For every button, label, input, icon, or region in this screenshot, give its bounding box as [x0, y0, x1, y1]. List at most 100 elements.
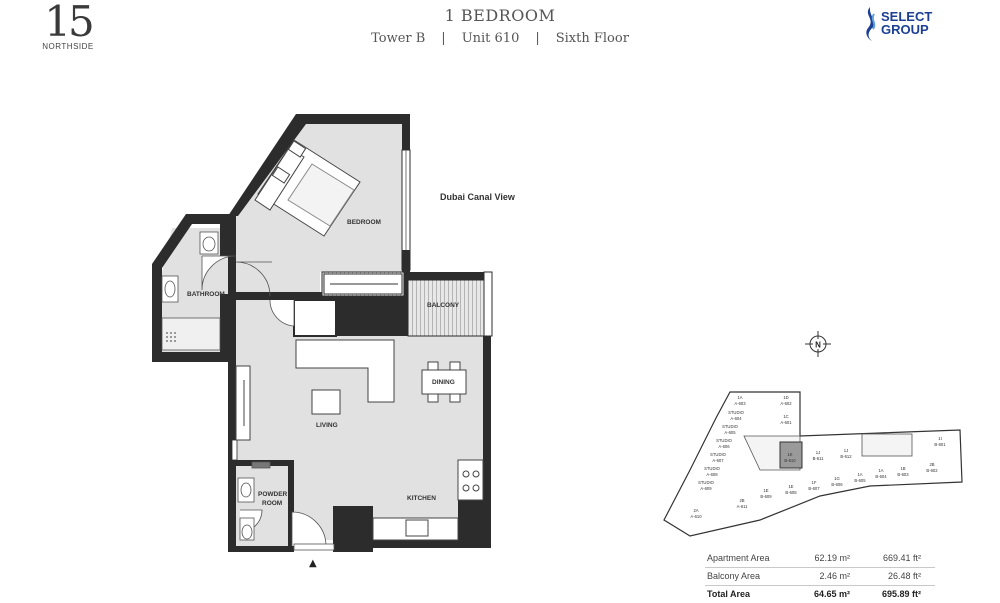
area-sqm: 2.46 m²	[819, 571, 850, 581]
area-table: Apartment Area 62.19 m² 669.41 ft² Balcony …	[705, 550, 935, 603]
key-plan-unit-code: A-609	[700, 486, 712, 491]
unit-header: 1 BEDROOM Tower B | Unit 610 | Sixth Floor	[300, 6, 700, 46]
key-plan-unit-code: B-609	[760, 494, 772, 499]
tv-unit	[235, 365, 251, 441]
living-walls	[228, 298, 491, 552]
key-plan-unit-type: STUDIO	[704, 466, 721, 471]
key-plan-unit-type: 1J	[816, 450, 820, 455]
key-plan-unit-code: B-611	[813, 456, 825, 461]
flame-icon	[866, 7, 876, 41]
key-plan-unit-type: 2B	[739, 498, 744, 503]
key-plan-unit-type: STUDIO	[722, 424, 739, 429]
area-label: Apartment Area	[707, 553, 770, 563]
bathroom-fixtures	[161, 231, 221, 351]
logo-name: NORTHSIDE	[42, 42, 94, 51]
key-plan-unit-type: STUDIO	[698, 480, 715, 485]
core-area	[861, 433, 913, 457]
key-plan-unit-code: B-604	[875, 474, 887, 479]
key-plan-unit-type: 1A	[878, 468, 883, 473]
room-label-powder-2: ROOM	[262, 500, 282, 507]
unit-label: Unit 610	[461, 31, 520, 46]
brand-line1: SELECT	[881, 9, 933, 24]
key-plan-unit-type: 1G	[834, 476, 840, 481]
window	[231, 439, 238, 461]
key-plan-unit-code: A-605	[724, 430, 736, 435]
key-plan-unit-code: A-610	[690, 514, 702, 519]
key-plan-unit-type: 1A	[857, 472, 862, 477]
key-plan-unit-type: 1A	[737, 395, 742, 400]
bed	[254, 139, 361, 237]
area-sqft: 669.41 ft²	[882, 553, 921, 563]
key-plan-unit-type: 1I	[938, 436, 942, 441]
selected-unit-highlight	[779, 441, 803, 469]
sofa	[295, 339, 395, 403]
compass-label: N	[815, 341, 821, 350]
separator: |	[441, 31, 446, 46]
unit-type-title: 1 BEDROOM	[444, 6, 556, 25]
key-plan-unit-type: 1E	[763, 488, 768, 493]
key-plan-unit-code: A-604	[730, 416, 742, 421]
total-area-row: Total Area 64.65 m² 695.89 ft²	[705, 586, 935, 603]
key-plan-unit-code: B-607	[808, 486, 820, 491]
key-plan-unit-type: 1C	[783, 414, 788, 419]
bathroom-walls	[152, 214, 230, 362]
area-label: Total Area	[707, 589, 751, 599]
brand-line2: GROUP	[881, 22, 929, 37]
room-label-bedroom: BEDROOM	[347, 219, 381, 226]
key-plan-unit-type: 1E	[788, 484, 793, 489]
key-plan-unit-type: STUDIO	[710, 452, 727, 457]
separator: |	[535, 31, 540, 46]
key-plan-unit-code: A-607	[712, 458, 724, 463]
key-plan-unit-type: 1D	[783, 395, 788, 400]
key-plan-unit-type: 1F	[812, 480, 817, 485]
area-sqm: 62.19 m²	[814, 553, 850, 563]
key-plan-unit-code: B-610	[784, 458, 796, 463]
area-label: Balcony Area	[707, 571, 761, 581]
compass-icon: N	[805, 331, 831, 357]
key-plan-unit-code: B-601	[934, 442, 946, 447]
project-logo: 15 NORTHSIDE	[38, 0, 98, 52]
key-plan-unit-code: B-608	[785, 490, 797, 495]
key-plan-unit-code: A-611	[737, 504, 749, 509]
key-plan-unit-code: A-608	[706, 472, 718, 477]
area-sqm: 64.65 m²	[813, 589, 850, 599]
key-plan-unit-type: 1J	[844, 448, 848, 453]
key-plan-unit-type: 2B	[929, 462, 934, 467]
room-label-powder: POWDER	[258, 491, 288, 498]
key-plan-unit-code: A-603	[734, 401, 746, 406]
kitchen-counters	[372, 459, 484, 541]
key-plan-unit-code: B-602	[926, 468, 938, 473]
key-plan-unit-code: B-605	[854, 478, 866, 483]
key-plan-unit-code: A-602	[780, 401, 792, 406]
key-plan-unit-code: B-603	[897, 472, 909, 477]
area-row: Apartment Area 62.19 m² 669.41 ft²	[705, 550, 935, 568]
key-plan-unit-code: A-606	[718, 444, 730, 449]
wardrobe	[323, 273, 403, 295]
key-plan-unit-code: B-612	[840, 454, 852, 459]
entrance-arrow-icon: ▲	[309, 558, 317, 569]
room-label-living: LIVING	[316, 422, 338, 429]
room-label-dining: DINING	[432, 379, 455, 386]
select-group-logo: SELECT GROUP	[860, 6, 970, 42]
key-plan-unit-type: STUDIO	[716, 438, 733, 443]
logo-number: 15	[44, 0, 94, 46]
room-label-balcony: BALCONY	[427, 302, 460, 309]
key-plan-unit-type: STUDIO	[728, 410, 745, 415]
building-outline	[663, 391, 963, 537]
tower-label: Tower B	[371, 31, 426, 46]
key-plan-unit-code: B-606	[831, 482, 843, 487]
brand-name: SELECT GROUP	[881, 10, 932, 36]
area-sqft: 695.89 ft²	[881, 589, 921, 599]
dining-table	[421, 361, 467, 403]
key-plan-unit-code: A-601	[780, 420, 792, 425]
floor-label: Sixth Floor	[555, 31, 629, 46]
room-label-kitchen: KITCHEN	[407, 495, 436, 502]
room-label-bathroom: BATHROOM	[187, 291, 225, 298]
coffee-table	[311, 389, 341, 415]
key-plan-unit-type: 1K	[787, 452, 792, 457]
powder-room-fixtures	[237, 461, 271, 541]
key-plan-unit-type: 1B	[900, 466, 905, 471]
